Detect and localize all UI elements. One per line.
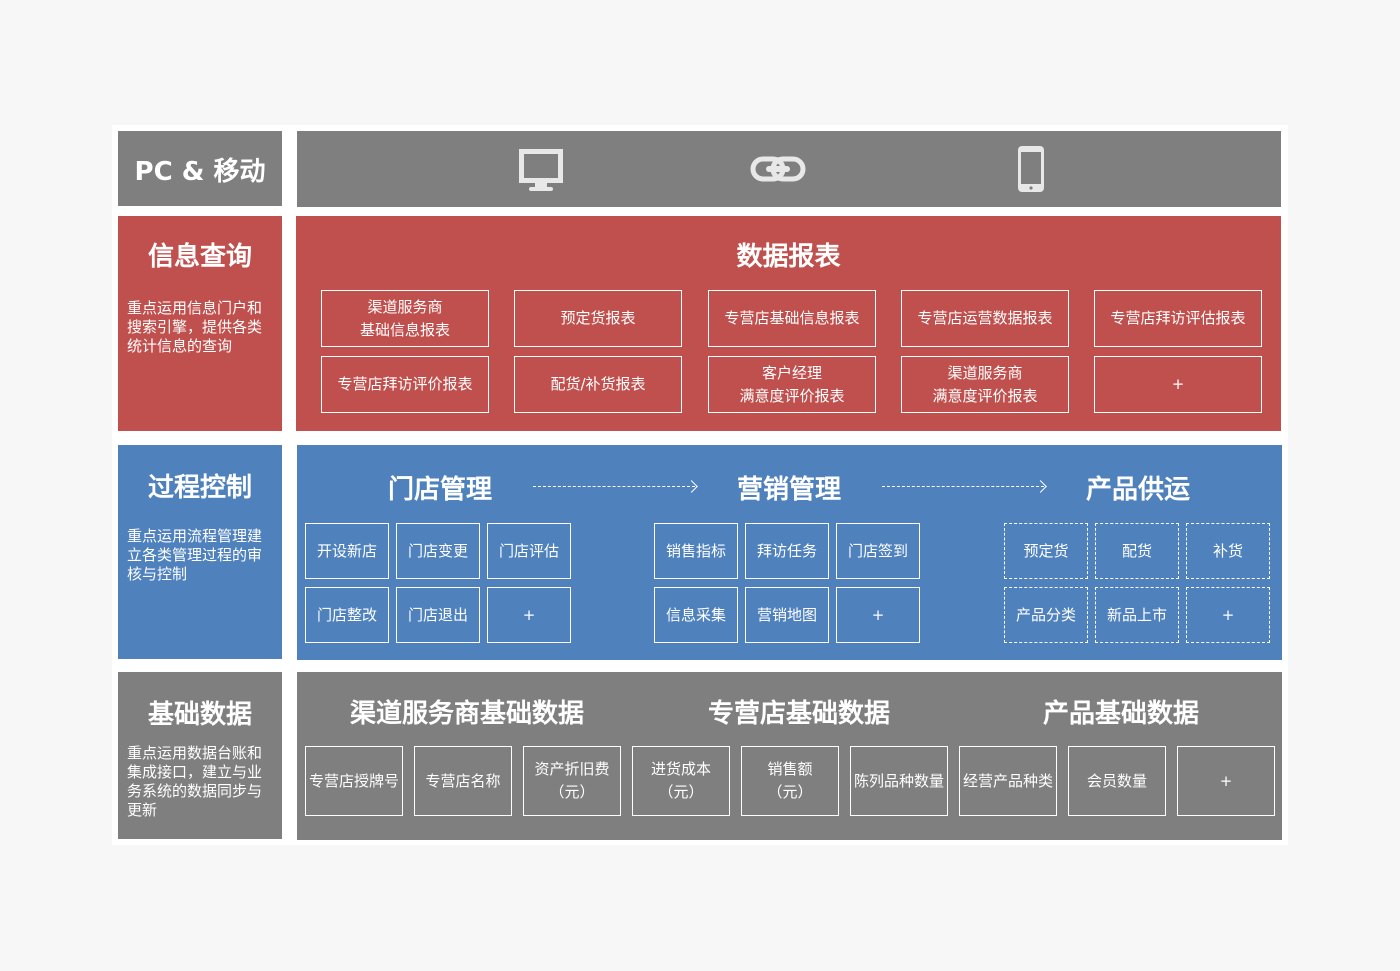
- process-item[interactable]: 配货: [1095, 523, 1179, 579]
- process-item[interactable]: 预定货: [1004, 523, 1088, 579]
- product-supply-title: 产品供运: [1085, 475, 1191, 505]
- report-item[interactable]: 专营店运营数据报表: [901, 290, 1069, 347]
- report-item[interactable]: 专营店拜访评估报表: [1094, 290, 1262, 347]
- base-data-item[interactable]: 资产折旧费 （元）: [523, 746, 621, 816]
- process-item[interactable]: 门店整改: [305, 587, 389, 643]
- store-base-data-title: 专营店基础数据: [707, 699, 891, 729]
- report-item[interactable]: 专营店基础信息报表: [708, 290, 876, 347]
- process-item[interactable]: 拜访任务: [745, 523, 829, 579]
- arrow-right-icon: [882, 486, 1044, 487]
- base-desc: 重点运用数据台账和集成接口，建立与业务系统的数据同步与更新: [127, 744, 263, 819]
- report-item[interactable]: 客户经理 满意度评价报表: [708, 356, 876, 413]
- link-icon: [750, 156, 806, 182]
- store-management-title: 门店管理: [387, 475, 493, 505]
- process-item[interactable]: 门店签到: [836, 523, 920, 579]
- process-item[interactable]: 营销地图: [745, 587, 829, 643]
- process-main-block: [297, 445, 1282, 660]
- process-control-block: 过程控制 重点运用流程管理建立各类管理过程的审核与控制: [118, 445, 282, 659]
- data-report-title: 数据报表: [736, 242, 841, 272]
- platform-label-block: PC & 移动: [118, 131, 282, 206]
- arrow-right-icon: [533, 486, 695, 487]
- process-title: 过程控制: [147, 473, 252, 503]
- report-item[interactable]: 配货/补货报表: [514, 356, 682, 413]
- base-data-block: 基础数据 重点运用数据台账和集成接口，建立与业务系统的数据同步与更新: [118, 672, 282, 839]
- report-item[interactable]: 渠道服务商 基础信息报表: [321, 290, 489, 347]
- report-item[interactable]: +: [1094, 356, 1262, 413]
- report-item[interactable]: 渠道服务商 满意度评价报表: [901, 356, 1069, 413]
- base-data-item[interactable]: 进货成本 （元）: [632, 746, 730, 816]
- info-query-block: 信息查询 重点运用信息门户和搜索引擎，提供各类统计信息的查询: [118, 216, 282, 431]
- info-title: 信息查询: [147, 242, 252, 272]
- process-item[interactable]: 补货: [1186, 523, 1270, 579]
- monitor-icon: [519, 149, 563, 191]
- base-main-block: [297, 672, 1282, 840]
- marketing-management-title: 营销管理: [736, 475, 842, 505]
- base-data-item[interactable]: +: [1177, 746, 1275, 816]
- base-data-item[interactable]: 专营店名称: [414, 746, 512, 816]
- process-item[interactable]: +: [1186, 587, 1270, 643]
- process-item[interactable]: 销售指标: [654, 523, 738, 579]
- platform-label: PC & 移动: [134, 157, 266, 187]
- process-item[interactable]: 门店评估: [487, 523, 571, 579]
- process-item[interactable]: +: [836, 587, 920, 643]
- base-data-item[interactable]: 专营店授牌号: [305, 746, 403, 816]
- channel-base-data-title: 渠道服务商基础数据: [349, 699, 585, 729]
- data-report-block: 数据报表: [296, 216, 1281, 431]
- process-item[interactable]: 开设新店: [305, 523, 389, 579]
- base-title: 基础数据: [147, 700, 252, 730]
- platform-icons-block: [297, 131, 1281, 207]
- process-item[interactable]: +: [487, 587, 571, 643]
- process-item[interactable]: 信息采集: [654, 587, 738, 643]
- base-data-item[interactable]: 会员数量: [1068, 746, 1166, 816]
- info-desc: 重点运用信息门户和搜索引擎，提供各类统计信息的查询: [127, 299, 263, 355]
- mobile-phone-icon: [1018, 146, 1044, 192]
- base-data-item[interactable]: 经营产品种类: [959, 746, 1057, 816]
- process-item[interactable]: 产品分类: [1004, 587, 1088, 643]
- report-item[interactable]: 专营店拜访评价报表: [321, 356, 489, 413]
- process-item[interactable]: 新品上市: [1095, 587, 1179, 643]
- base-data-item[interactable]: 销售额 （元）: [741, 746, 839, 816]
- report-item[interactable]: 预定货报表: [514, 290, 682, 347]
- product-base-data-title: 产品基础数据: [1042, 699, 1200, 729]
- process-item[interactable]: 门店变更: [396, 523, 480, 579]
- base-data-item[interactable]: 陈列品种数量: [850, 746, 948, 816]
- process-item[interactable]: 门店退出: [396, 587, 480, 643]
- process-desc: 重点运用流程管理建立各类管理过程的审核与控制: [127, 527, 263, 583]
